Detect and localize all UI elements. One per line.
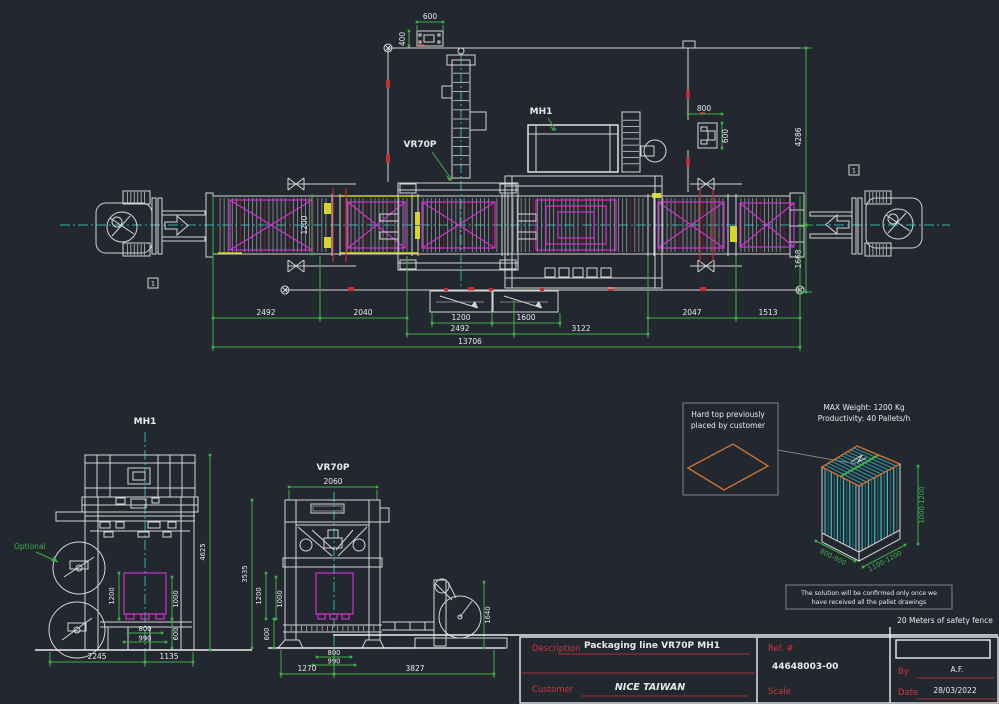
dim-chain-2047: 2047 (682, 308, 701, 317)
pallet-positions (229, 199, 795, 251)
dim-mh1-pallet-width: 800 (139, 625, 152, 633)
dim-vr70p-width: 2060 (323, 477, 342, 486)
dim-gate-1200: 1200 (451, 313, 470, 322)
notes: The solution will be confirmed only once… (785, 584, 993, 625)
dim-vr70p-unwinder-height: 1640 (484, 606, 492, 623)
vr70p-machine-top: VR70P (379, 47, 537, 292)
description-label: Description (532, 644, 580, 654)
balloon-1-right: 1 (852, 167, 856, 175)
max-weight-text: MAX Weight: 1200 Kg (823, 403, 905, 412)
hard-top-note-line1: Hard top previously (691, 410, 765, 419)
vr70p-front-label: VR70P (316, 463, 349, 473)
flow-arrow-left (825, 213, 850, 236)
dim-cabinet-width: 800 (697, 104, 712, 113)
dim-total-13706: 13706 (458, 337, 482, 346)
dim-chain-b-3122: 3122 (571, 324, 590, 333)
date-value: 28/03/2022 (933, 686, 976, 695)
safety-fence-note: 20 Meters of safety fence (897, 616, 993, 625)
customer-value: NICE TAIWAN (615, 682, 685, 693)
dim-mh1-bottom-right: 1135 (159, 652, 178, 661)
dim-vr70p-conveyor-height: 600 (263, 628, 271, 641)
dim-vr70p-load-height: 1000 (276, 590, 284, 607)
hard-top-note: Hard top previously placed by customer (682, 402, 857, 496)
vr70p-top-label: VR70P (403, 140, 436, 150)
gate-boxes (429, 288, 559, 313)
top-view-dimensions: 600 400 800 600 1200 4286 1668 2492 2040… (211, 12, 812, 351)
mh1-top-label: MH1 (530, 107, 553, 117)
dim-vr70p-pallet-height: 1200 (255, 587, 263, 604)
mh1-front-view: MH1 Optional 1200 1000 600 (14, 417, 252, 667)
dim-mh1-load-height: 1000 (172, 590, 180, 607)
dim-mh1-conveyor-height: 600 (172, 628, 180, 641)
dim-mh1-bottom-left: 2245 (87, 652, 106, 661)
balloon-1-left: 1 (151, 280, 155, 288)
note-balloons: 1 1 (147, 164, 860, 289)
pallet-isometric: MAX Weight: 1200 Kg Productivity: 40 Pal… (814, 403, 926, 573)
confirmation-note-line1: The solution will be confirmed only once… (800, 590, 937, 597)
dim-cabinet-height: 600 (721, 129, 730, 144)
dim-right-lower: 1668 (794, 249, 803, 268)
confirmation-note-line2: have received all the pallet drawings (812, 599, 926, 606)
dim-mh1-roller-width: 990 (139, 635, 152, 643)
by-value: A.F. (951, 665, 964, 674)
dim-chain-1513: 1513 (758, 308, 777, 317)
date-label: Date (898, 688, 918, 698)
ref-value: 44648003-00 (772, 662, 838, 672)
dim-mh1-overall-height: 4625 (199, 543, 207, 560)
control-panel (416, 30, 444, 47)
dim-infeed-width: 1200 (300, 215, 309, 234)
flow-arrow-right (164, 214, 189, 237)
safety-fence-lines (280, 40, 805, 295)
mh1-machine-top: MH1 (504, 107, 667, 289)
by-label: By (898, 667, 909, 677)
scale-label: Scale (768, 687, 791, 697)
description-value: Packaging line VR70P MH1 (584, 641, 720, 651)
ref-label: Ref. # (768, 644, 794, 654)
dim-vr70p-bottom-left: 1270 (297, 664, 316, 673)
forklift-right (809, 190, 923, 257)
dim-chain-2040: 2040 (353, 308, 372, 317)
optional-label: Optional (14, 542, 46, 551)
dim-vr70p-bottom-right: 3827 (405, 664, 424, 673)
dim-chain-2492: 2492 (256, 308, 275, 317)
dim-panel-height: 400 (398, 32, 407, 47)
hard-top-diamond (686, 443, 770, 491)
mh1-front-label: MH1 (134, 417, 157, 427)
forklift-left (95, 190, 206, 257)
dim-panel-width: 600 (423, 12, 438, 21)
gate-symbol (287, 177, 715, 273)
electrical-cabinet (697, 122, 718, 149)
dim-right-upper: 4286 (794, 127, 803, 146)
dim-mh1-pallet-height: 1200 (108, 587, 116, 604)
title-block: Description Packaging line VR70P MH1 Cus… (333, 627, 999, 704)
dim-chain-b-2492: 2492 (450, 324, 469, 333)
dim-vr70p-height: 3535 (241, 565, 249, 582)
dim-gate-1600: 1600 (516, 313, 535, 322)
hard-top-note-line2: placed by customer (691, 421, 766, 430)
productivity-text: Productivity: 40 Pallets/h (818, 414, 911, 423)
revision-box (895, 639, 991, 659)
customer-label: Customer (532, 685, 574, 695)
dim-pallet-width-range: 1100-1200 (867, 549, 903, 573)
dim-pallet-height-range: 1000-1200 (918, 486, 926, 523)
vr70p-front-view: VR70P 2060 3535 1200 1000 (241, 463, 508, 678)
